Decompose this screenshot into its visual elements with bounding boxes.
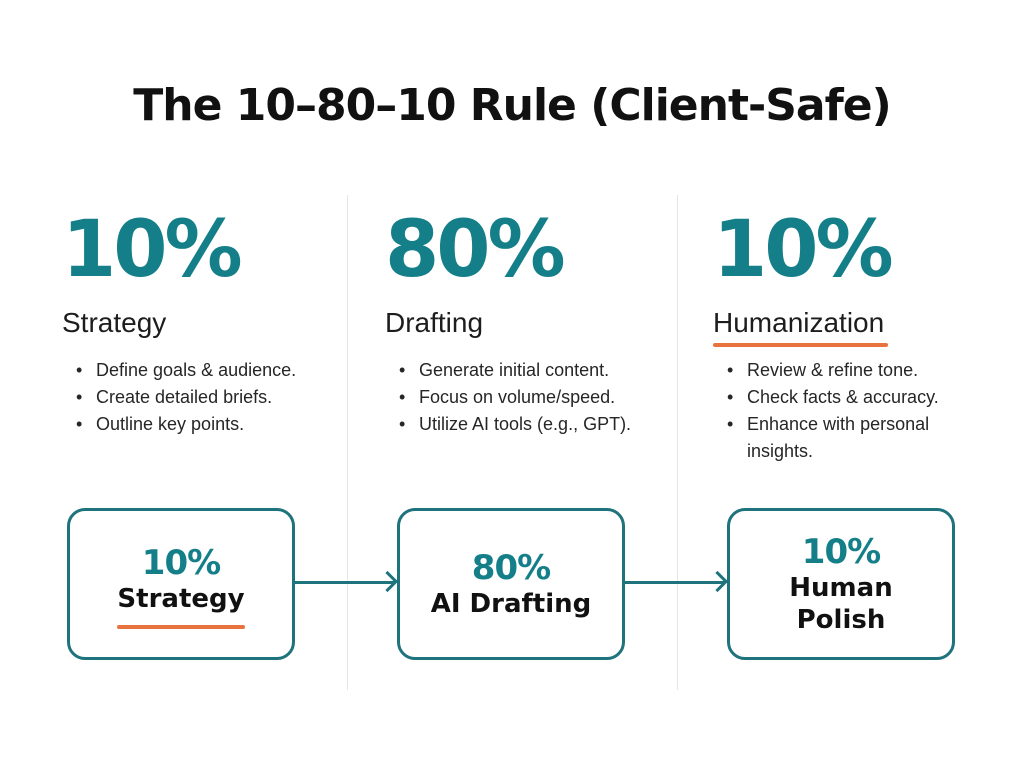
flow-strategy-label: Strategy: [117, 584, 245, 629]
column-divider: [677, 195, 678, 690]
bullet-item: Review & refine tone.: [727, 357, 977, 384]
flow-polish-percent: 10%: [801, 532, 881, 572]
bullet-item: Focus on volume/speed.: [399, 384, 685, 411]
humanization-bullets: Review & refine tone. Check facts & accu…: [727, 357, 977, 465]
bullet-item: Generate initial content.: [399, 357, 685, 384]
drafting-percent: 80%: [385, 205, 566, 295]
bullet-item: Check facts & accuracy.: [727, 384, 977, 411]
flow-polish-label-line1: Human: [789, 573, 893, 603]
strategy-percent: 10%: [62, 205, 243, 295]
humanization-label: Humanization: [713, 305, 889, 347]
flow-drafting-label: AI Drafting: [430, 589, 592, 619]
strategy-bullets: Define goals & audience. Create detailed…: [76, 357, 362, 438]
bullet-item: Utilize AI tools (e.g., GPT).: [399, 411, 685, 438]
flow-box-human-polish: 10% Human Polish: [727, 508, 955, 660]
flow-box-strategy: 10% Strategy: [67, 508, 295, 660]
column-drafting: 80% Drafting Generate initial content. F…: [385, 205, 685, 438]
flow-box-ai-drafting: 80% AI Drafting: [397, 508, 625, 660]
flow-strategy-percent: 10%: [141, 543, 221, 583]
column-divider: [347, 195, 348, 690]
bullet-item: Define goals & audience.: [76, 357, 362, 384]
bullet-item: Create detailed briefs.: [76, 384, 362, 411]
flow-drafting-percent: 80%: [471, 548, 551, 588]
bullet-item: Outline key points.: [76, 411, 362, 438]
arrow-right-icon: [295, 581, 395, 584]
bullet-item: Enhance with personal insights.: [727, 411, 977, 465]
column-strategy: 10% Strategy Define goals & audience. Cr…: [62, 205, 362, 438]
flow-polish-label-line2: Polish: [796, 605, 886, 635]
drafting-label: Drafting: [385, 307, 484, 338]
arrow-right-icon: [625, 581, 725, 584]
strategy-label: Strategy: [62, 307, 167, 338]
humanization-percent: 10%: [713, 205, 894, 295]
page-title: The 10–80–10 Rule (Client-Safe): [133, 80, 891, 131]
column-humanization: 10% Humanization Review & refine tone. C…: [713, 205, 1013, 465]
drafting-bullets: Generate initial content. Focus on volum…: [399, 357, 685, 438]
